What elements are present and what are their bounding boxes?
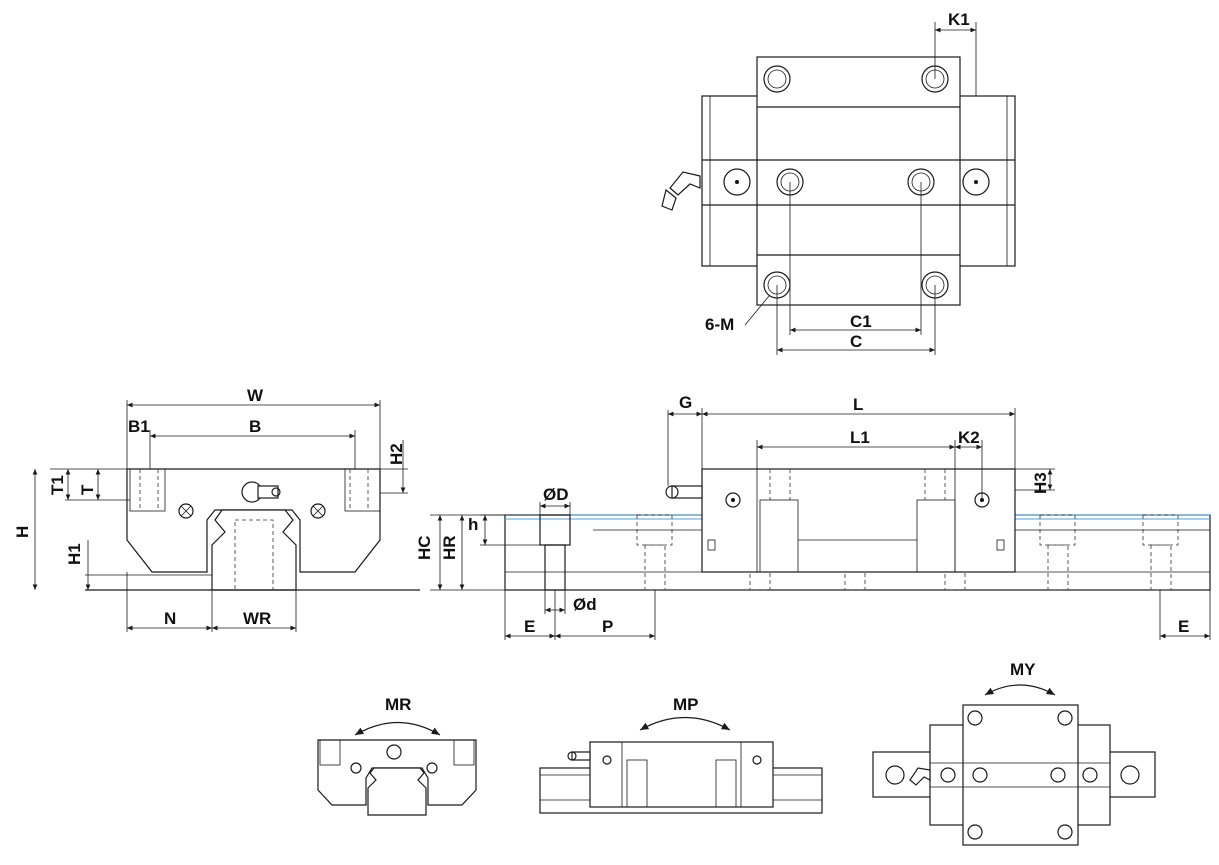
screw-icon <box>178 503 326 519</box>
dim-N: N <box>164 609 176 628</box>
dim-H: H <box>13 526 32 538</box>
mounting-hole-icon <box>940 710 1098 840</box>
moment-pitch-view: MP <box>539 695 823 814</box>
grease-nipple-icon <box>909 767 931 786</box>
dim-K1: K1 <box>948 10 970 29</box>
dim-W: W <box>247 386 264 405</box>
dim-E-left: E <box>524 617 535 636</box>
dim-H1: H1 <box>65 543 84 565</box>
dim-B: B <box>249 417 261 436</box>
grease-nipple-icon <box>241 481 281 503</box>
dim-G: G <box>679 393 692 412</box>
dim-E-right: E <box>1178 617 1189 636</box>
dim-B1: B1 <box>128 417 150 436</box>
dim-WR: WR <box>243 609 271 628</box>
dim-H2: H2 <box>387 443 406 465</box>
dim-K2: K2 <box>958 428 980 447</box>
dim-OD: ØD <box>543 485 569 504</box>
label-MR: MR <box>385 695 411 714</box>
front-view: W B B1 H2 T1 T H H1 N WR <box>13 386 420 632</box>
label-MP: MP <box>673 695 699 714</box>
dim-C1: C1 <box>850 312 872 331</box>
dim-6-M: 6-M <box>705 315 734 334</box>
top-view: K1 C1 C 6-M <box>661 10 1016 355</box>
dim-Od: Ød <box>573 595 597 614</box>
label-MY: MY <box>1010 660 1036 679</box>
dim-L1: L1 <box>850 428 870 447</box>
grease-nipple-icon <box>567 751 591 761</box>
dim-T: T <box>78 484 97 495</box>
dim-HR: HR <box>440 535 459 560</box>
grease-nipple-icon <box>661 171 701 211</box>
moment-roll-view: MR <box>317 695 477 816</box>
dim-h: h <box>468 515 478 534</box>
grease-nipple-icon <box>665 485 703 499</box>
dim-P: P <box>602 617 613 636</box>
dim-C: C <box>850 332 862 351</box>
dim-H3: H3 <box>1031 472 1050 494</box>
moment-yaw-view: MY <box>872 660 1156 846</box>
dim-T1: T1 <box>48 475 67 495</box>
dim-L: L <box>853 395 863 414</box>
dim-HC: HC <box>415 535 434 560</box>
side-view: G L L1 K2 H3 ØD Ød h HC <box>415 393 1211 640</box>
